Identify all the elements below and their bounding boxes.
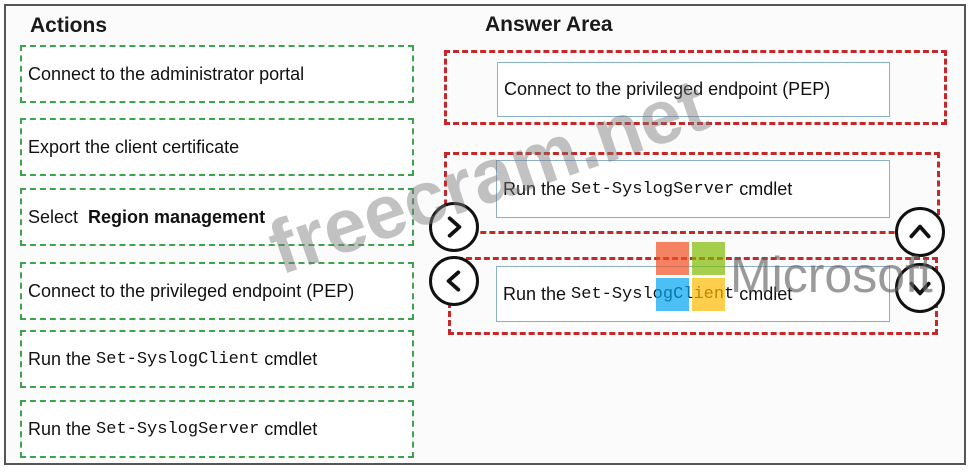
chevron-up-icon (909, 224, 931, 239)
chevron-down-icon (909, 281, 931, 296)
action-item-4[interactable]: Connect to the privileged endpoint (PEP) (20, 262, 414, 320)
answer-slot-2[interactable] (444, 152, 940, 234)
answer-item-1[interactable]: Connect to the privileged endpoint (PEP) (497, 62, 890, 117)
move-left-button[interactable] (429, 256, 479, 306)
label-text: Run the (28, 348, 97, 369)
label-text: Connect to the privileged endpoint (PEP) (504, 79, 831, 99)
label-text: Connect to the administrator portal (28, 63, 305, 84)
chevron-right-icon (447, 216, 462, 238)
label-text: Run the (503, 283, 572, 304)
label-text: Connect to the privileged endpoint (PEP) (28, 280, 355, 301)
answer-slot-1[interactable] (444, 50, 947, 125)
label-text: Run the (28, 418, 97, 439)
answer-item-2[interactable]: Run the Set-SyslogServer cmdlet (496, 160, 890, 218)
label-text: cmdlet (259, 418, 318, 439)
label-text: Run the (503, 178, 572, 199)
label-text: Region management (88, 206, 266, 227)
answer-area-heading: Answer Area (485, 13, 613, 36)
cmdlet-name: Set-SyslogServer (96, 419, 260, 439)
label-text: cmdlet (259, 348, 318, 369)
move-up-button[interactable] (895, 207, 945, 257)
action-item-2[interactable]: Export the client certificate (20, 118, 414, 176)
label-text: cmdlet (734, 283, 793, 304)
label-text: Export the client certificate (28, 136, 240, 157)
cmdlet-name: Set-SyslogServer (571, 179, 735, 199)
action-item-3[interactable]: Select Region management (20, 188, 414, 246)
label-text: cmdlet (734, 178, 793, 199)
cmdlet-name: Set-SyslogClient (571, 284, 735, 304)
move-right-button[interactable] (429, 202, 479, 252)
move-down-button[interactable] (895, 263, 945, 313)
action-item-6[interactable]: Run the Set-SyslogServer cmdlet (20, 400, 414, 458)
chevron-left-icon (446, 270, 461, 292)
answer-item-3[interactable]: Run the Set-SyslogClient cmdlet (496, 266, 890, 322)
label-text: Select (28, 206, 89, 227)
actions-heading: Actions (30, 14, 108, 37)
cmdlet-name: Set-SyslogClient (96, 349, 260, 369)
action-item-1[interactable]: Connect to the administrator portal (20, 45, 414, 103)
action-item-5[interactable]: Run the Set-SyslogClient cmdlet (20, 330, 414, 388)
